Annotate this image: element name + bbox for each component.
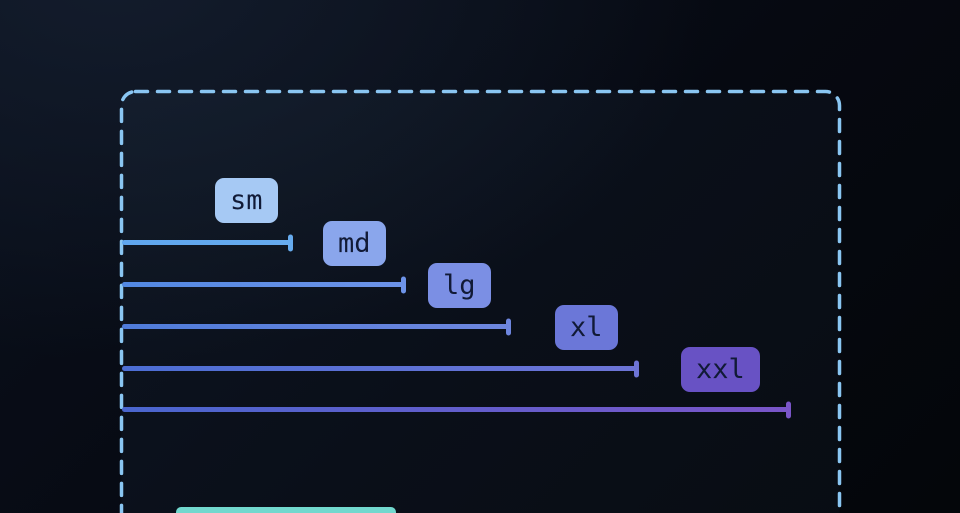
breakpoint-badge-md: md bbox=[323, 221, 386, 267]
breakpoint-badge-sm: sm bbox=[215, 178, 278, 224]
breakpoint-badge-lg: lg bbox=[428, 263, 491, 309]
line-end-tick bbox=[506, 318, 511, 335]
breakpoint-line-lg bbox=[122, 318, 511, 335]
line-end-tick bbox=[401, 276, 406, 293]
breakpoint-badge-xl: xl bbox=[555, 305, 618, 351]
breakpoint-line-sm bbox=[122, 234, 293, 251]
breakpoint-line-md bbox=[122, 276, 406, 293]
line-end-tick bbox=[634, 360, 639, 377]
breakpoint-badge-xxl: xxl bbox=[681, 347, 760, 393]
line-end-tick bbox=[786, 401, 791, 418]
line-end-tick bbox=[288, 234, 293, 251]
breakpoint-line-xl bbox=[122, 360, 639, 377]
cutoff-bottom-element bbox=[176, 507, 396, 513]
breakpoint-line-xxl bbox=[122, 401, 791, 418]
